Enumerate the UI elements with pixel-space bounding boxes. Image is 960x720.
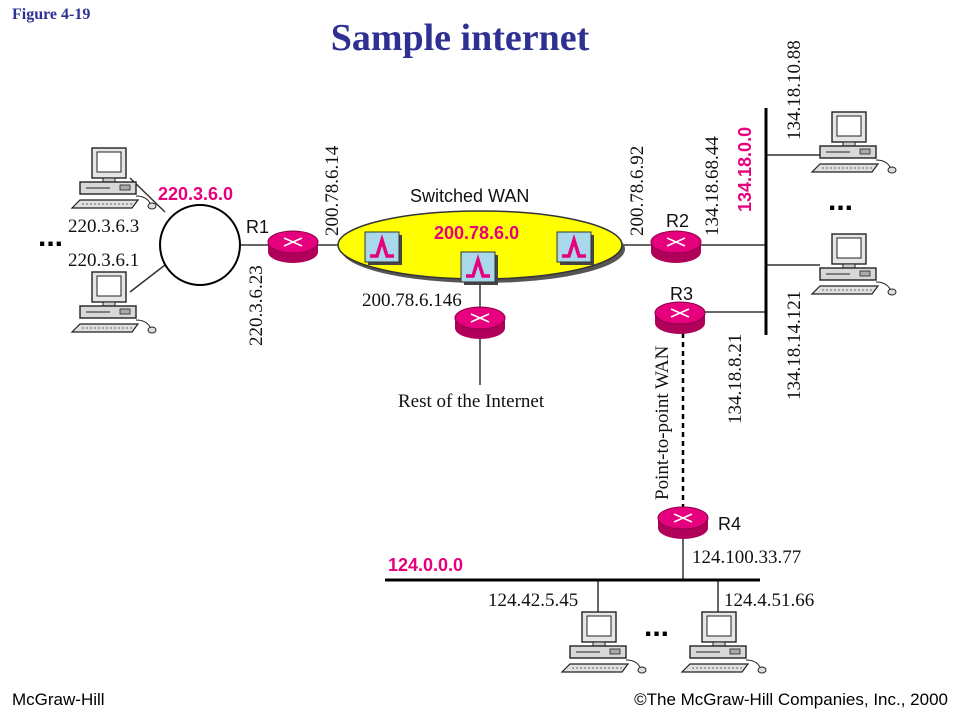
network-200-label: 200.78.6.0 [434, 223, 519, 243]
network-220-label: 220.3.6.0 [158, 184, 233, 204]
addr-200-78-6-92: 200.78.6.92 [627, 146, 648, 236]
page-title: Sample internet [330, 17, 590, 59]
addr-200-78-6-14: 200.78.6.14 [322, 145, 343, 236]
footer-copyright: ©The McGraw-Hill Companies, Inc., 2000 [634, 690, 948, 709]
r3-label: R3 [670, 284, 693, 304]
router-r4 [657, 506, 709, 540]
rest-of-internet-label: Rest of the Internet [398, 391, 545, 412]
r2-label: R2 [666, 211, 689, 231]
wan-switch-middle [459, 250, 500, 287]
r1-label: R1 [246, 217, 269, 237]
router-rest [454, 306, 506, 340]
network-124-label: 124.0.0.0 [388, 555, 463, 575]
computer-124-left [561, 611, 647, 674]
ellipsis-134: ... [828, 184, 853, 217]
point-to-point-wan-label: Point-to-point WAN [652, 345, 673, 500]
ring-network [159, 204, 241, 286]
ellipsis-220: ... [38, 220, 63, 253]
addr-220-3-6-23: 220.3.6.23 [246, 265, 267, 346]
computer-220-top [71, 147, 157, 210]
addr-134-18-8-21: 134.18.8.21 [725, 334, 746, 424]
link-pc-ring-bottom [129, 264, 166, 293]
addr-220-3-6-1: 220.3.6.1 [68, 250, 139, 271]
computer-134-bottom [811, 233, 897, 296]
r4-label: R4 [718, 514, 741, 534]
router-r3 [654, 301, 706, 335]
wan-switch-right [555, 230, 596, 267]
ellipsis-124: ... [644, 610, 669, 643]
router-r1 [267, 230, 319, 264]
router-r2 [650, 230, 702, 264]
network-134-label: 134.18.0.0 [735, 127, 755, 212]
addr-220-3-6-3: 220.3.6.3 [68, 216, 139, 237]
addr-124-4-51-66: 124.4.51.66 [724, 590, 814, 611]
wan-switch-left [363, 230, 404, 267]
addr-134-18-68-44: 134.18.68.44 [702, 136, 723, 236]
addr-200-78-6-146: 200.78.6.146 [362, 290, 462, 311]
footer-publisher: McGraw-Hill [12, 690, 105, 709]
computer-124-right [681, 611, 767, 674]
addr-134-18-10-88: 134.18.10.88 [784, 40, 805, 140]
addr-124-42-5-45: 124.42.5.45 [488, 590, 578, 611]
switched-wan-label: Switched WAN [410, 186, 529, 206]
computer-134-top [811, 111, 897, 174]
figure-label: Figure 4-19 [12, 6, 91, 23]
addr-124-100-33-77: 124.100.33.77 [692, 547, 801, 568]
addr-134-18-14-121: 134.18.14.121 [784, 291, 805, 400]
